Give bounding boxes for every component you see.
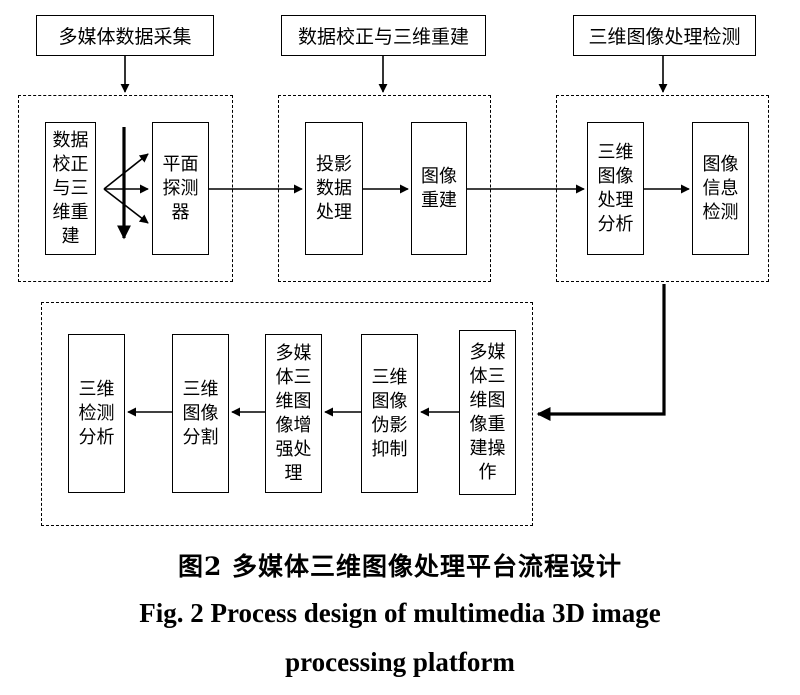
node-image-reconstruction-label: 图像重建 (421, 165, 457, 211)
header-correction-reconstruction-label: 数据校正与三维重建 (297, 26, 469, 48)
group-bottom-pipeline (41, 302, 533, 526)
caption-english-line1: Fig. 2 Process design of multimedia 3D i… (139, 598, 661, 628)
node-image-segmentation: 三维图像分割 (172, 334, 229, 493)
node-3d-detection-analysis: 三维检测分析 (68, 334, 125, 493)
node-image-enhancement-label: 多媒体三维图像增强处理 (275, 342, 312, 484)
node-3d-image-processing-analysis: 三维图像处理分析 (587, 122, 644, 255)
node-3d-reconstruction-operation-label: 多媒体三维图像重建操作 (469, 341, 506, 483)
node-artifact-suppression-label: 三维图像伪影抑制 (371, 366, 408, 460)
node-projection-data-processing: 投影数据处理 (305, 122, 363, 255)
header-data-acquisition-label: 多媒体数据采集 (58, 26, 192, 48)
header-data-acquisition: 多媒体数据采集 (36, 15, 214, 56)
arrow-fan-up (103, 153, 149, 190)
header-processing-detection: 三维图像处理检测 (573, 15, 756, 56)
arrow-thick-connector (536, 284, 666, 421)
node-3d-detection-analysis-label: 三维检测分析 (78, 378, 115, 448)
caption-english-line2: processing platform (285, 647, 515, 677)
arrow-fan-down (103, 188, 149, 224)
node-flat-panel-detector: 平面探测器 (152, 122, 209, 255)
caption-chinese: 图2 多媒体三维图像处理平台流程设计 (177, 552, 623, 581)
header-processing-detection-label: 三维图像处理检测 (588, 26, 741, 48)
node-image-reconstruction: 图像重建 (411, 122, 467, 255)
node-image-info-detection: 图像信息检测 (692, 122, 749, 255)
node-correction-reconstruction: 数据校正与三维重建 (45, 122, 96, 255)
node-image-segmentation-label: 三维图像分割 (182, 378, 219, 448)
node-flat-panel-detector-label: 平面探测器 (162, 153, 199, 223)
node-image-enhancement: 多媒体三维图像增强处理 (265, 334, 322, 493)
node-projection-data-processing-label: 投影数据处理 (316, 153, 352, 223)
node-3d-image-processing-analysis-label: 三维图像处理分析 (597, 141, 634, 235)
node-3d-reconstruction-operation: 多媒体三维图像重建操作 (459, 330, 516, 495)
node-artifact-suppression: 三维图像伪影抑制 (361, 334, 418, 493)
node-image-info-detection-label: 图像信息检测 (702, 153, 739, 223)
header-correction-reconstruction: 数据校正与三维重建 (281, 15, 486, 56)
node-correction-reconstruction-label: 数据校正与三维重建 (52, 129, 89, 247)
